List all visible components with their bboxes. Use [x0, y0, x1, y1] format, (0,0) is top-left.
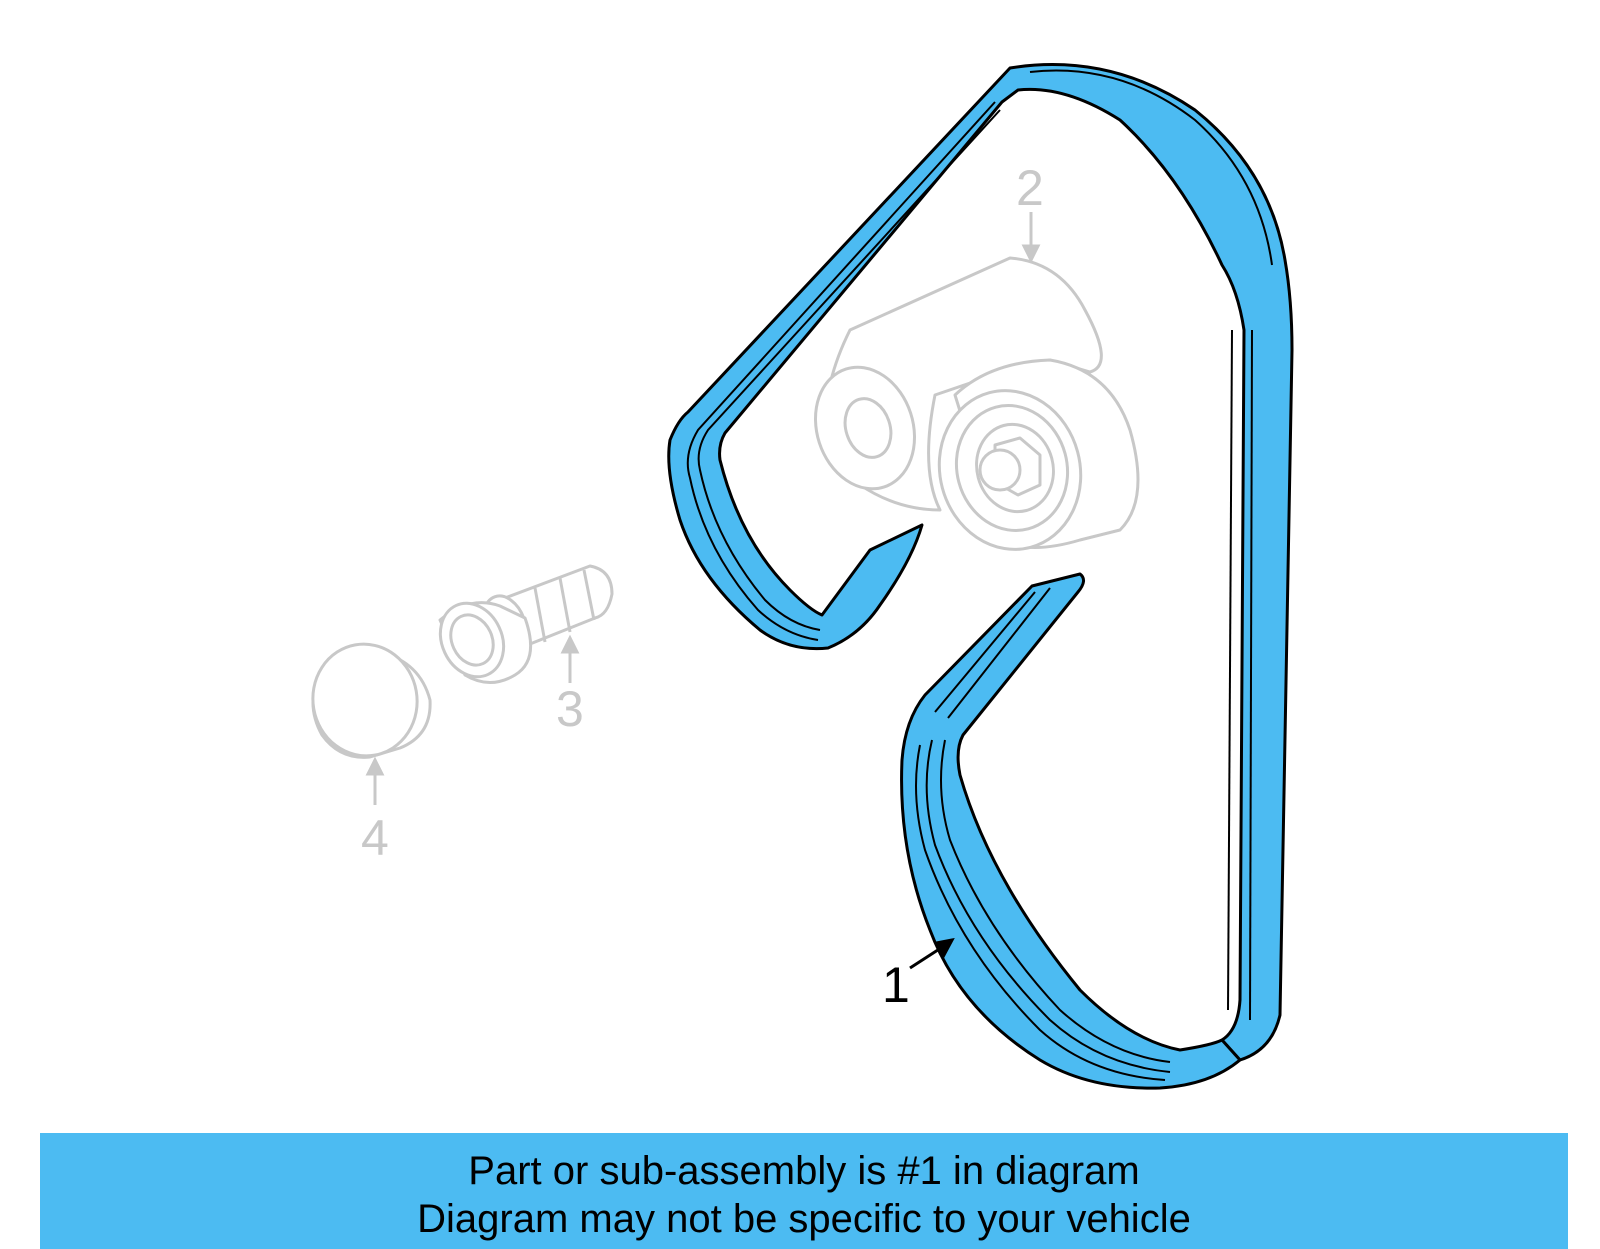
bolt-ghost — [438, 564, 614, 684]
callout-4: 4 — [361, 810, 389, 866]
belt-lower-section — [900, 572, 1242, 1090]
info-banner: Part or sub-assembly is #1 in diagram Di… — [40, 1133, 1568, 1249]
serpentine-belt — [667, 63, 1294, 1090]
belt-upper-section — [667, 63, 1294, 1062]
banner-line-2: Diagram may not be specific to your vehi… — [417, 1197, 1191, 1241]
tensioner-assembly-ghost — [813, 256, 1140, 551]
banner-line-1: Part or sub-assembly is #1 in diagram — [468, 1149, 1140, 1193]
callout-1: 1 — [882, 957, 910, 1013]
belt-leader — [909, 937, 955, 970]
cap-ghost — [311, 642, 432, 759]
callout-2: 2 — [1016, 160, 1044, 216]
ghost-leaders — [365, 212, 1041, 805]
callout-3: 3 — [556, 681, 584, 737]
